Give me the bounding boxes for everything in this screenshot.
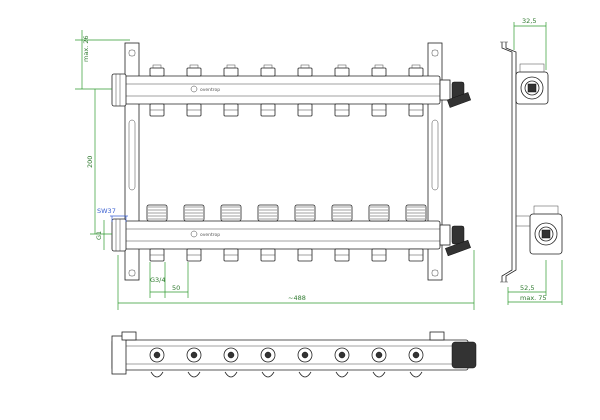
top-valve [408, 347, 424, 378]
dim-main-thread: G1 [95, 231, 103, 240]
upper-valve [223, 64, 239, 117]
front-view: oventrop oventrop [111, 42, 472, 281]
dim-side-offset: 32,5 [522, 17, 536, 25]
brand-label-upper: oventrop [200, 87, 220, 93]
lower-flow-meter [257, 204, 279, 262]
top-valve [223, 347, 239, 378]
lower-flow-meter [294, 204, 316, 262]
top-valve [334, 347, 350, 378]
brand-label-lower: oventrop [200, 232, 220, 238]
top-valve [297, 347, 313, 378]
upper-valve [186, 64, 202, 117]
lower-flow-meter [405, 204, 427, 262]
upper-valve [408, 64, 424, 117]
lower-flow-meter [146, 204, 168, 262]
dim-outlet-spacing: 50 [172, 284, 180, 292]
dim-side-depth: 52,5 [520, 284, 534, 292]
top-valve [186, 347, 202, 378]
dim-side-max: max. 75 [520, 294, 547, 302]
top-valve [371, 347, 387, 378]
front-dimensions: max. 26 200 SW37 G1 G3/4 50 ~488 [75, 30, 475, 310]
dim-outlet-thread: G3/4 [150, 276, 166, 284]
top-valve [149, 347, 165, 378]
dim-height: 200 [86, 156, 94, 168]
dim-total-length: ~488 [288, 294, 306, 302]
lower-flow-meter [183, 204, 205, 262]
side-view: 32,5 52,5 max. 75 [500, 17, 563, 305]
lower-flow-meter [220, 204, 242, 262]
upper-valve [260, 64, 276, 117]
top-valve [260, 347, 276, 378]
lower-manifold-bar: oventrop [111, 204, 471, 262]
top-view [111, 331, 477, 378]
lower-flow-meter [368, 204, 390, 262]
upper-manifold-bar: oventrop [111, 64, 472, 117]
lower-flow-meter [331, 204, 353, 262]
dim-top-offset: max. 26 [82, 35, 90, 62]
upper-valve [149, 64, 165, 117]
upper-valve [334, 64, 350, 117]
upper-valve [297, 64, 313, 117]
dim-wrench-size: SW37 [97, 207, 116, 215]
upper-valve [371, 64, 387, 117]
